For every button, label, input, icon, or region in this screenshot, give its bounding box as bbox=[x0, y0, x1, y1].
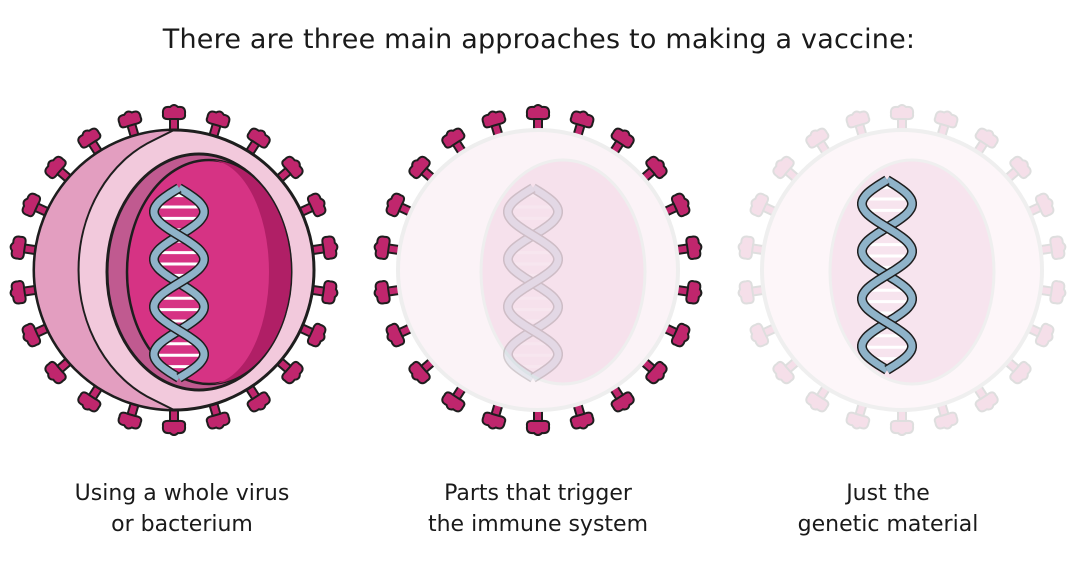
caption-line: or bacterium bbox=[111, 512, 253, 537]
genetic-material-caption: Just the genetic material bbox=[708, 478, 1068, 540]
faded-core bbox=[479, 158, 647, 386]
caption-line: Just the bbox=[846, 481, 930, 506]
spike-protein bbox=[1034, 280, 1067, 305]
spike-protein bbox=[889, 104, 915, 135]
spike-protein bbox=[749, 192, 782, 219]
whole-virus-caption: Using a whole virus or bacterium bbox=[2, 478, 362, 540]
caption-line: Parts that trigger bbox=[444, 481, 632, 506]
caption-line: Using a whole virus bbox=[74, 481, 290, 506]
virus-core-shadow bbox=[209, 160, 291, 384]
genetic-material-panel bbox=[732, 100, 1072, 440]
immune-parts-illustration bbox=[373, 104, 703, 436]
spike-protein bbox=[772, 155, 804, 186]
spike-protein bbox=[525, 405, 551, 436]
spike-protein bbox=[889, 405, 915, 436]
spike-protein bbox=[408, 155, 440, 186]
dna-helix bbox=[149, 183, 209, 383]
spike-protein bbox=[161, 104, 187, 135]
caption-line: genetic material bbox=[797, 512, 979, 537]
spike-protein bbox=[525, 104, 551, 135]
whole-virus-illustration bbox=[9, 104, 339, 436]
faded-dna-helix bbox=[503, 183, 563, 383]
diagram-title: There are three main approaches to makin… bbox=[162, 24, 916, 55]
virus-shell-side bbox=[33, 129, 175, 411]
spike-protein bbox=[161, 405, 187, 436]
spike-protein bbox=[845, 110, 871, 142]
immune-parts-panel bbox=[368, 100, 708, 440]
whole-virus-panel bbox=[4, 100, 344, 440]
spike-protein bbox=[569, 110, 595, 142]
immune-parts-caption: Parts that trigger the immune system bbox=[358, 478, 718, 540]
dna-helix bbox=[857, 175, 917, 375]
spike-protein bbox=[294, 321, 327, 348]
caption-line: the immune system bbox=[427, 512, 649, 537]
spike-proteins bbox=[373, 104, 703, 436]
spike-protein bbox=[44, 155, 76, 186]
genetic-material-illustration bbox=[737, 104, 1067, 436]
